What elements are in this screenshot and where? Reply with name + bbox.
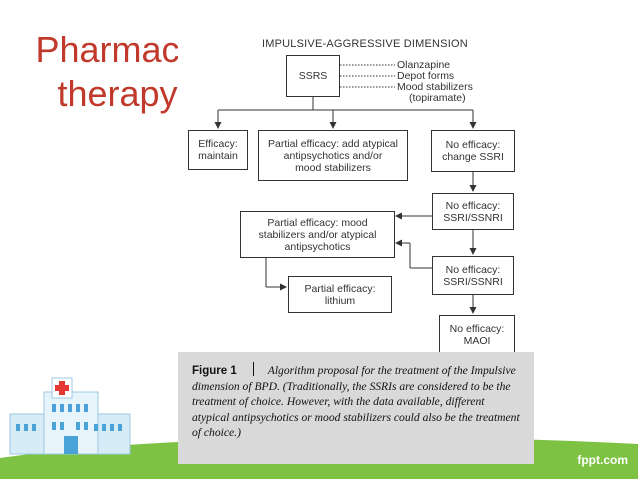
partial-lithium-box: Partial efficacy: lithium bbox=[288, 276, 392, 313]
caption-separator bbox=[252, 362, 254, 376]
option-mood-stabilizers: Mood stabilizers bbox=[397, 81, 473, 93]
diagram-heading: IMPULSIVE-AGGRESSIVE DIMENSION bbox=[262, 38, 468, 50]
efficacy-maintain-box: Efficacy: maintain bbox=[188, 130, 248, 170]
title-line-2: therapy bbox=[57, 73, 178, 114]
no-efficacy-change-ssri-box: No efficacy: change SSRI bbox=[431, 130, 515, 172]
partial-add-box: Partial efficacy: add atypical antipsych… bbox=[258, 130, 408, 181]
side-options: Olanzapine Depot forms Mood stabilizers … bbox=[397, 59, 473, 104]
ssrs-box: SSRS bbox=[286, 55, 340, 97]
no-efficacy-ssri-ssnri-box-1: No efficacy: SSRI/SSNRI bbox=[432, 193, 514, 230]
figure-label: Figure 1 bbox=[192, 365, 237, 377]
no-efficacy-ssri-ssnri-box-2: No efficacy: SSRI/SSNRI bbox=[432, 256, 514, 295]
option-depot-forms: Depot forms bbox=[397, 70, 455, 82]
no-efficacy-maoi-box: No efficacy: MAOI bbox=[439, 315, 515, 354]
option-topiramate: (topiramate) bbox=[409, 92, 466, 104]
caption-text: Algorithm proposal for the treatment of … bbox=[192, 364, 520, 439]
slide-title: Pharmaco therapy bbox=[30, 28, 205, 116]
brand-label: fppt.com bbox=[577, 453, 628, 467]
title-line-1: Pharmaco bbox=[35, 29, 200, 70]
partial-mood-stabilizers-box: Partial efficacy: mood stabilizers and/o… bbox=[240, 211, 395, 258]
option-olanzapine: Olanzapine bbox=[397, 59, 451, 71]
hospital-building-icon bbox=[9, 377, 131, 455]
